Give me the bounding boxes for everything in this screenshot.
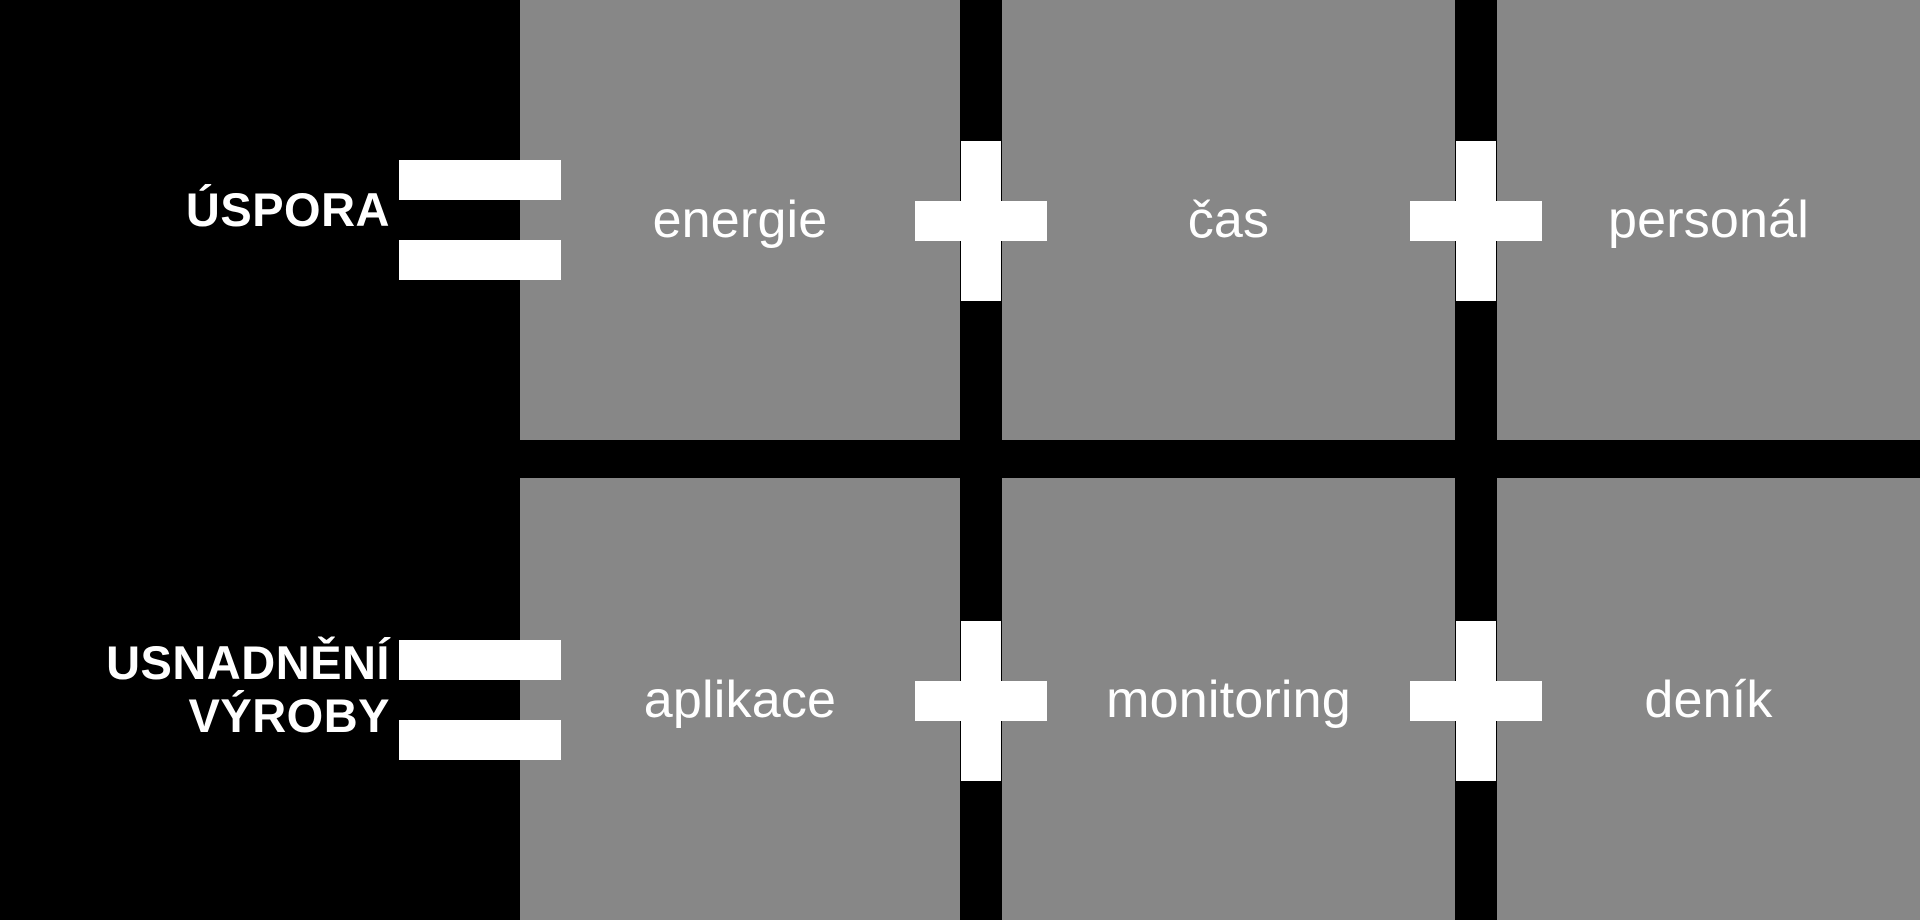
equals-sign-row2: [399, 640, 561, 760]
plus-horizontal-bar: [915, 681, 1047, 721]
equals-bar-bottom: [399, 240, 561, 280]
cell-label-personal: personál: [1497, 150, 1920, 290]
equals-sign-row1: [399, 160, 561, 280]
panel-row1-col3: [1495, 0, 1920, 440]
cell-label-energie: energie: [520, 150, 960, 290]
panel-row1-col2: [1000, 0, 1475, 440]
plus-horizontal-bar: [915, 201, 1047, 241]
plus-horizontal-bar: [1410, 681, 1542, 721]
panel-row2-col3: [1495, 478, 1920, 920]
cell-text-personal: personál: [1607, 191, 1810, 249]
cell-text-aplikace: aplikace: [643, 671, 837, 729]
plus-sign-row2-b: [1410, 621, 1542, 781]
panel-row1-col1: [520, 0, 980, 440]
row-label-usnadneni-line-1: USNADNĚNÍ: [106, 636, 390, 690]
cell-label-denik: deník: [1497, 630, 1920, 770]
row-label-uspora-line-1: ÚSPORA: [185, 182, 390, 236]
cell-label-cas: čas: [1002, 150, 1455, 290]
plus-sign-row1-b: [1410, 141, 1542, 301]
gutter-horizontal: [0, 440, 1920, 478]
panel-row2-col1: [520, 478, 980, 920]
cell-text-monitoring: monitoring: [1106, 671, 1351, 729]
cell-label-monitoring: monitoring: [1002, 630, 1455, 770]
cell-text-denik: deník: [1644, 671, 1773, 729]
panel-row2-col2: [1000, 478, 1475, 920]
plus-horizontal-bar: [1410, 201, 1542, 241]
cell-text-cas: čas: [1187, 191, 1270, 249]
equals-bar-bottom: [399, 720, 561, 760]
row-label-usnadneni-vyroby: USNADNĚNÍ VÝROBY: [0, 620, 390, 760]
equals-bar-top: [399, 640, 561, 680]
row-label-usnadneni-line-2: VÝROBY: [188, 689, 390, 742]
cell-label-aplikace: aplikace: [520, 630, 960, 770]
row-label-uspora: ÚSPORA: [0, 140, 390, 280]
equals-bar-top: [399, 160, 561, 200]
cell-text-energie: energie: [652, 191, 828, 249]
plus-sign-row2-a: [915, 621, 1047, 781]
plus-sign-row1-a: [915, 141, 1047, 301]
